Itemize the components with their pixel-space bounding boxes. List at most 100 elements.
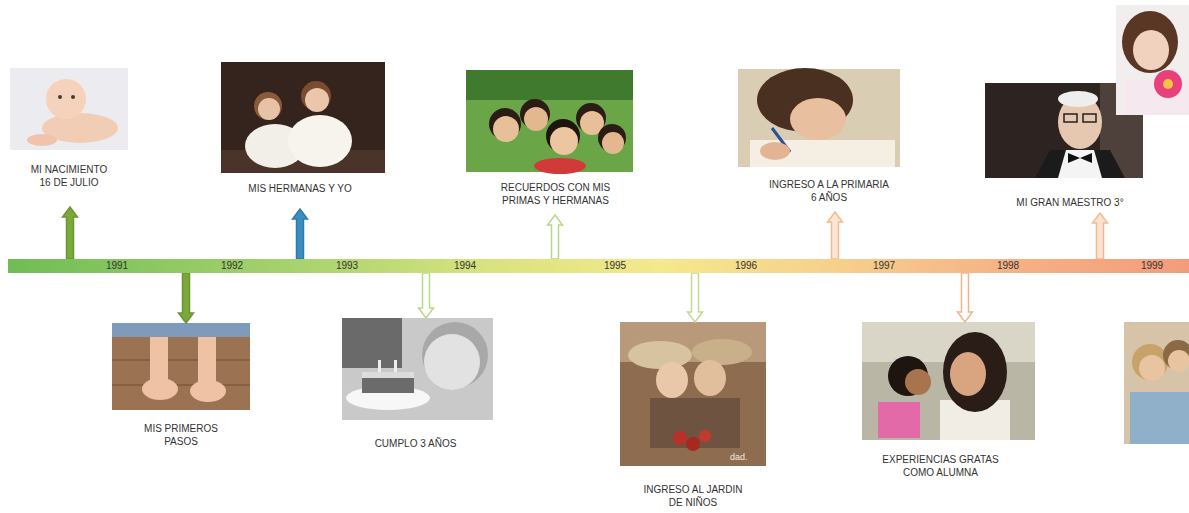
foot xyxy=(142,378,178,400)
rose xyxy=(673,431,687,445)
year-label: 1991 xyxy=(106,259,128,273)
year-label: 1999 xyxy=(1141,259,1163,273)
writing-child-photo xyxy=(738,68,900,167)
photo-shadow xyxy=(342,318,402,368)
shirt xyxy=(534,158,586,174)
photo-slot xyxy=(620,322,766,466)
jeans xyxy=(112,323,250,337)
face xyxy=(1139,355,1165,381)
face xyxy=(550,127,578,155)
floor-board xyxy=(112,359,250,361)
event-card: CUMPLO 3 AÑOS xyxy=(342,318,493,450)
girl-face xyxy=(258,98,280,120)
timeline-arrow xyxy=(63,207,78,259)
girl-flower-photo xyxy=(1116,5,1189,115)
face xyxy=(950,352,986,396)
year-label: 1995 xyxy=(604,259,626,273)
baby-head xyxy=(46,79,86,119)
face xyxy=(694,360,726,396)
rose xyxy=(699,430,711,442)
photo-slot xyxy=(985,83,1143,178)
event-card: RECUERDOS CON MIS PRIMAS Y HERMANAS xyxy=(466,70,633,215)
photo-ground xyxy=(738,69,900,167)
photo-ground xyxy=(862,322,1035,440)
face xyxy=(1168,350,1189,372)
year-label: 1992 xyxy=(221,259,243,273)
birthday-photo xyxy=(342,318,493,420)
baby-eye xyxy=(71,95,75,99)
photo-ground xyxy=(342,318,493,420)
face xyxy=(656,362,688,398)
event-caption: EXPERIENCIAS GRATAS COMO ALUMNA xyxy=(873,453,1008,479)
baby-arm xyxy=(27,134,57,146)
girl-face xyxy=(305,88,329,112)
hair xyxy=(943,332,1007,412)
photo-ground xyxy=(1116,5,1189,115)
feet-photo xyxy=(112,323,250,410)
event-caption: MIS HERMANAS Y YO xyxy=(225,182,375,195)
timeline-arrow xyxy=(1093,213,1108,259)
leg xyxy=(198,337,216,384)
kindergarten-photo xyxy=(620,322,766,466)
candle xyxy=(394,360,397,372)
timeline-arrow xyxy=(548,215,563,259)
shirt xyxy=(1058,150,1102,178)
sisters-photo xyxy=(221,62,385,173)
flower xyxy=(1154,70,1182,98)
timeline-arrow xyxy=(828,212,843,259)
photo-ground xyxy=(620,322,766,466)
photo-ground xyxy=(466,70,633,172)
white-dress xyxy=(288,115,352,167)
photo-ground xyxy=(112,323,250,410)
face xyxy=(524,107,548,131)
friends-photo xyxy=(1124,322,1189,444)
girl-hair xyxy=(301,81,331,111)
photo-ground xyxy=(221,62,385,173)
frosting xyxy=(362,372,414,378)
year-label: 1997 xyxy=(873,259,895,273)
face xyxy=(602,132,624,154)
photo-ground xyxy=(10,68,128,150)
event-caption: MI NACIMIENTO 16 DE JULIO xyxy=(27,163,111,189)
baby-eye xyxy=(58,95,62,99)
leg xyxy=(150,337,168,382)
event-card: MI NACIMIENTO 16 DE JULIO xyxy=(10,68,128,207)
year-label: 1998 xyxy=(997,259,1019,273)
backpack xyxy=(878,402,920,438)
glasses xyxy=(1083,114,1096,122)
timeline-arrow xyxy=(958,273,973,322)
photo-slot xyxy=(221,62,385,173)
bow-tie xyxy=(1068,153,1092,163)
suit xyxy=(1035,150,1125,178)
event-card: MI GRAN MAESTRO 3° xyxy=(985,83,1143,213)
event-caption: INGRESO A LA PRIMARIA 6 AÑOS xyxy=(766,178,892,204)
photo-slot xyxy=(862,322,1035,440)
girl-hair xyxy=(254,92,282,120)
face xyxy=(790,98,846,140)
clothes xyxy=(1130,392,1189,444)
event-card: EXPERIENCIAS GRATAS COMO ALUMNA xyxy=(862,322,1035,479)
hair xyxy=(1122,11,1178,73)
photo-slot xyxy=(466,70,633,172)
flower-center xyxy=(1163,79,1173,89)
floor-board xyxy=(112,384,250,386)
hand xyxy=(760,142,790,160)
trees xyxy=(466,70,633,100)
event-caption: RECUERDOS CON MIS PRIMAS Y HERMANAS xyxy=(492,181,620,207)
paper xyxy=(750,140,895,167)
hat xyxy=(628,341,692,369)
face xyxy=(905,369,931,395)
student-photo xyxy=(862,322,1035,440)
face xyxy=(424,334,480,390)
white-hair xyxy=(1058,91,1098,107)
event-card: MIS HERMANAS Y YO xyxy=(221,62,385,209)
timeline-arrow xyxy=(688,273,703,322)
hat xyxy=(692,339,752,365)
timeline-arrow xyxy=(419,273,434,318)
timeline-band: 199119921993199419951996199719981999 xyxy=(8,259,1189,273)
year-label: 1993 xyxy=(336,259,358,273)
event-card: MIS PRIMEROS PASOS xyxy=(112,323,250,448)
event-card: INGRESO AL JARDIN DE NIÑOS xyxy=(620,322,766,509)
photo-slot xyxy=(342,318,493,420)
